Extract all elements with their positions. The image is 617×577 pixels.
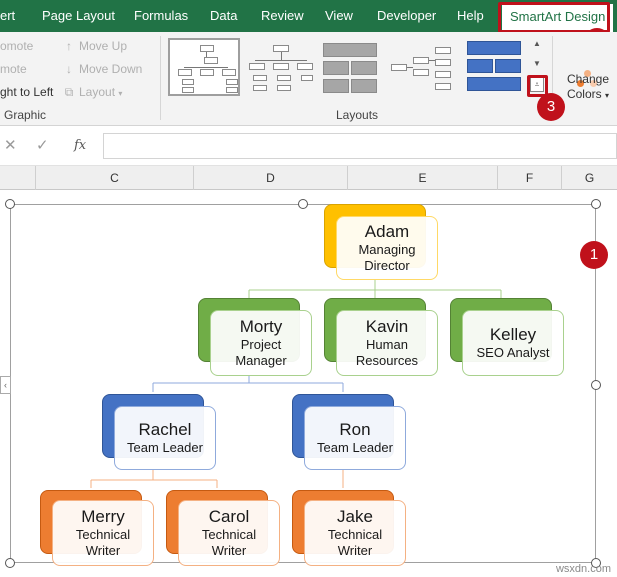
- create-graphic-group-label: Graphic: [4, 108, 47, 122]
- layout-org-chart[interactable]: [168, 38, 240, 96]
- move-up-label: Move Up: [79, 39, 128, 53]
- layout-label: Layout: [79, 85, 116, 99]
- layout-button[interactable]: ⧉ Layout ▾: [62, 85, 123, 100]
- promote-button[interactable]: omote: [0, 39, 33, 53]
- org-node-rachel[interactable]: Rachel Team Leader: [114, 406, 216, 470]
- node-title: Team Leader: [127, 440, 203, 455]
- layouts-group-label: Layouts: [336, 108, 379, 122]
- callout-badge-1: 1: [580, 241, 608, 269]
- smartart-design-highlight: [498, 2, 610, 33]
- chevron-down-icon: ▾: [605, 91, 610, 100]
- node-name: Jake: [337, 507, 373, 526]
- resize-handle-top-left[interactable]: [5, 199, 15, 209]
- resize-handle-top-right[interactable]: [591, 199, 601, 209]
- layout-labeled-hierarchy[interactable]: [462, 38, 524, 96]
- resize-handle-right[interactable]: [591, 380, 601, 390]
- column-header-c[interactable]: C: [36, 166, 194, 190]
- change-colors-button[interactable]: Change Colors ▾: [562, 72, 614, 103]
- node-name: Adam: [364, 222, 410, 241]
- node-name: Merry: [81, 507, 125, 526]
- move-down-button[interactable]: ↓ Move Down: [62, 62, 142, 76]
- more-layouts-highlight: [527, 75, 548, 97]
- change-colors-label-2: Colors ▾: [566, 87, 610, 101]
- resize-handle-bottom-left[interactable]: [5, 558, 15, 568]
- demote-button[interactable]: mote: [0, 62, 27, 76]
- formula-bar: ✕ ✓ fx: [0, 126, 617, 166]
- column-header-d[interactable]: D: [194, 166, 348, 190]
- x-icon[interactable]: ✕: [4, 137, 17, 154]
- ribbon-tab-bar: ert Page Layout Formulas Data Review Vie…: [0, 0, 617, 32]
- node-name: Rachel: [138, 420, 192, 439]
- layout-name-title-org-chart[interactable]: [246, 38, 314, 96]
- move-down-label: Move Down: [79, 62, 143, 76]
- column-header-b[interactable]: [0, 166, 36, 190]
- node-name: Ron: [339, 420, 371, 439]
- tab-review[interactable]: Review: [261, 8, 304, 23]
- arrow-up-icon: ↑: [66, 39, 72, 53]
- formula-input[interactable]: [103, 133, 617, 159]
- node-name: Morty: [239, 317, 283, 336]
- node-name: Kelley: [489, 325, 537, 344]
- change-colors-label-1: Change: [566, 72, 610, 86]
- gallery-scroll-up-icon[interactable]: ▲: [533, 39, 541, 48]
- promote-label: omote: [0, 39, 34, 53]
- column-header-g[interactable]: G: [584, 171, 595, 185]
- layout-half-circle-org-chart[interactable]: [318, 38, 380, 96]
- group-separator: [160, 36, 161, 120]
- node-title: SEO Analyst: [476, 345, 550, 360]
- layout-horizontal-org-chart[interactable]: [386, 38, 456, 96]
- watermark: wsxdn.com: [555, 563, 611, 575]
- node-name: Kavin: [365, 317, 409, 336]
- column-headers: C D E F G: [0, 166, 617, 190]
- org-layout-icon: ⧉: [64, 85, 74, 99]
- tab-insert[interactable]: ert: [0, 8, 16, 23]
- chevron-down-icon: ▾: [118, 89, 123, 98]
- arrow-down-icon: ↓: [66, 62, 72, 76]
- demote-label: mote: [0, 62, 27, 76]
- move-up-button[interactable]: ↑ Move Up: [62, 39, 127, 53]
- tab-formulas[interactable]: Formulas: [134, 8, 189, 23]
- tab-smartart-design[interactable]: SmartArt Design: [502, 4, 614, 32]
- right-to-left-label: ght to Left: [0, 85, 54, 99]
- column-header-e[interactable]: E: [348, 166, 498, 190]
- callout-badge-3: 3: [537, 93, 565, 121]
- org-node-kelley[interactable]: Kelley SEO Analyst: [462, 310, 564, 376]
- tab-data[interactable]: Data: [210, 8, 238, 23]
- node-name: Carol: [208, 507, 250, 526]
- org-node-ron[interactable]: Ron Team Leader: [304, 406, 406, 470]
- org-chart-connectors: [90, 280, 502, 488]
- tab-view[interactable]: View: [325, 8, 353, 23]
- column-header-f[interactable]: F: [498, 166, 562, 190]
- change-colors-icon: [575, 70, 601, 98]
- text-pane-toggle-icon[interactable]: ‹: [0, 376, 11, 394]
- tab-developer[interactable]: Developer: [377, 8, 437, 23]
- check-icon[interactable]: ✓: [36, 137, 49, 154]
- resize-handle-bottom-right[interactable]: [591, 558, 601, 568]
- right-to-left-button[interactable]: ght to Left: [0, 85, 53, 99]
- node-title: Team Leader: [317, 440, 393, 455]
- ribbon: omote mote ght to Left ↑ Move Up ↓ Move Do…: [0, 32, 617, 126]
- fx-icon[interactable]: fx: [74, 138, 87, 153]
- layouts-gallery: [168, 38, 528, 98]
- group-separator: [552, 36, 553, 120]
- tab-help[interactable]: Help: [457, 8, 484, 23]
- gallery-scroll: ▲ ▼ ⩡: [530, 36, 544, 98]
- tab-page-layout[interactable]: Page Layout: [42, 8, 116, 23]
- resize-handle-top[interactable]: [298, 199, 308, 209]
- gallery-scroll-down-icon[interactable]: ▼: [533, 59, 541, 68]
